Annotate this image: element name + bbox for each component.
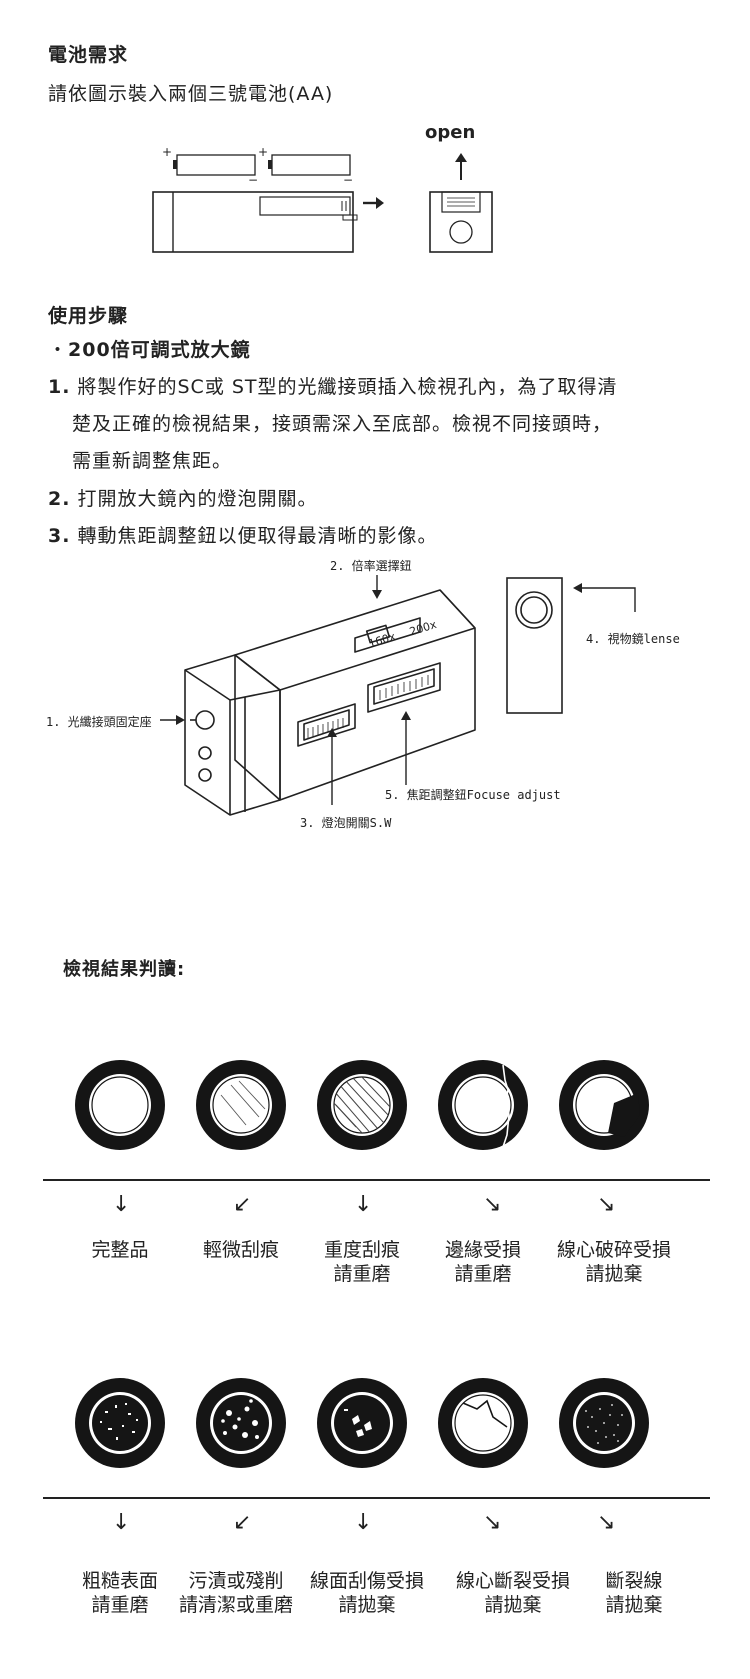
lens-rough-surface-icon: [75, 1378, 165, 1468]
row2-caption-2-line1: 污漬或殘削: [188, 1570, 284, 1592]
results-title: 檢視結果判讀:: [63, 959, 186, 980]
row1-caption-4-line1: 邊緣受損: [444, 1239, 521, 1261]
row1-arrow-1: ↓: [112, 1192, 131, 1217]
label-magnification: 2. 倍率選擇鈕: [330, 559, 412, 573]
row1-caption-5-line1: 線心破碎受損: [556, 1239, 671, 1261]
row1-caption-1-line1: 完整品: [91, 1239, 149, 1261]
battery-2-minus: −: [343, 173, 354, 187]
row1-caption-1: 完整品: [60, 1238, 180, 1262]
step-2: 2. 打開放大鏡內的燈泡開關。: [48, 482, 318, 517]
bullet-text: 200倍可調式放大鏡: [68, 339, 251, 361]
results-row1-icons: [75, 1060, 649, 1150]
step-3: 3. 轉動焦距調整鈕以便取得最清晰的影像。: [48, 519, 438, 554]
row2-caption-4-line1: 線心斷裂受損: [455, 1570, 570, 1592]
row2-caption-1-line1: 粗糙表面: [81, 1570, 158, 1592]
row2-arrow-2: ↙: [233, 1510, 252, 1535]
row1-caption-2-line1: 輕微刮痕: [202, 1239, 279, 1261]
row1-arrow-3: ↓: [354, 1192, 373, 1217]
holder-knob: [195, 710, 215, 730]
row2-caption-3-line1: 線面刮傷受損: [309, 1570, 424, 1592]
row1-caption-4-line2: 請重磨: [454, 1263, 512, 1285]
step-1-number: 1.: [48, 376, 71, 398]
battery-1-minus: −: [248, 173, 259, 187]
lens-perfect-icon: [75, 1060, 165, 1150]
battery-title: 電池需求: [48, 44, 129, 66]
row1-arrow-5: ↘: [597, 1192, 616, 1217]
device-diagram: [160, 575, 636, 816]
row2-caption-1: 粗糙表面 請重磨: [55, 1569, 185, 1617]
label-focus: 5. 焦距調整鈕Focuse adjust: [385, 788, 561, 802]
lens-edge-damage-icon: [438, 1060, 528, 1150]
step-1-line-2: 楚及正確的檢視結果，接頭需深入至底部。檢視不同接頭時，: [72, 413, 613, 435]
results-row1-rule: [43, 1179, 710, 1181]
row1-arrow-2: ↙: [233, 1192, 252, 1217]
row2-arrow-5: ↘: [597, 1510, 616, 1535]
battery-housing: [152, 191, 354, 253]
lens-heavy-scratch-icon: [317, 1060, 407, 1150]
row1-caption-5: 線心破碎受損 請拋棄: [544, 1238, 684, 1286]
step-1-line-3: 需重新調整焦距。: [72, 450, 233, 472]
row2-caption-2: 污漬或殘削 請清潔或重磨: [166, 1569, 306, 1617]
label-switch: 3. 燈泡開關S.W: [300, 816, 392, 830]
step-3-number: 3.: [48, 525, 71, 547]
row1-caption-3-line2: 請重磨: [333, 1263, 391, 1285]
lens-surface-scratch-icon: [317, 1378, 407, 1468]
step-1: 1. 將製作好的SC或 ST型的光纖接頭插入檢視孔內，為了取得清: [48, 370, 618, 405]
usage-title: 使用步驟: [48, 305, 129, 327]
switch-slot: [297, 703, 356, 747]
device-body: [234, 589, 476, 801]
battery-2-plus: +: [258, 145, 269, 159]
battery-instruction: 請依圖示裝入兩個三號電池(AA): [48, 83, 334, 105]
row2-caption-1-line2: 請重磨: [91, 1594, 149, 1616]
row2-caption-5: 斷裂線 請拋棄: [584, 1569, 684, 1617]
battery-2-terminal: [268, 160, 272, 169]
magnification-selector: [354, 617, 421, 653]
row2-caption-5-line1: 斷裂線: [605, 1570, 663, 1592]
battery-1-terminal: [173, 160, 177, 169]
step-2-text: 打開放大鏡內的燈泡開關。: [77, 488, 318, 510]
lens-housing: [506, 577, 563, 714]
usage-bullet: ・200倍可調式放大鏡: [48, 333, 251, 368]
row2-caption-4-line2: 請拋棄: [484, 1594, 542, 1616]
row1-arrow-4: ↘: [483, 1192, 502, 1217]
row1-caption-2: 輕微刮痕: [181, 1238, 301, 1262]
bullet-marker: ・: [48, 339, 69, 361]
row1-caption-5-line2: 請拋棄: [585, 1263, 643, 1285]
lens-dirt-icon: [196, 1378, 286, 1468]
focus-slot: [367, 662, 441, 713]
label-holder: 1. 光纖接頭固定座: [46, 715, 152, 729]
step-3-text: 轉動焦距調整鈕以便取得最清晰的影像。: [77, 525, 438, 547]
step-2-number: 2.: [48, 488, 71, 510]
lens-fractured-icon: [559, 1378, 649, 1468]
row2-arrow-4: ↘: [483, 1510, 502, 1535]
row2-arrow-1: ↓: [112, 1510, 131, 1535]
lens-core-broken-icon: [559, 1060, 649, 1150]
row2-caption-2-line2: 請清潔或重磨: [178, 1594, 293, 1616]
row1-caption-3: 重度刮痕 請重磨: [302, 1238, 422, 1286]
results-row2-rule: [43, 1497, 710, 1499]
battery-slot: [259, 196, 351, 216]
lens-circle-inner: [520, 596, 548, 624]
label-lens: 4. 視物鏡lense: [586, 632, 680, 646]
row2-caption-3: 線面刮傷受損 請拋棄: [297, 1569, 437, 1617]
row1-caption-3-line1: 重度刮痕: [323, 1239, 400, 1261]
row2-caption-4: 線心斷裂受損 請拋棄: [443, 1569, 583, 1617]
row2-caption-5-line2: 請拋棄: [605, 1594, 663, 1616]
lens-core-crack-icon: [438, 1378, 528, 1468]
battery-diagram: [152, 153, 493, 253]
open-label: open: [425, 122, 476, 143]
lens-circle-outer: [515, 591, 553, 629]
row1-caption-4: 邊緣受損 請重磨: [423, 1238, 543, 1286]
step-1-line-1: 將製作好的SC或 ST型的光纖接頭插入檢視孔內，為了取得清: [77, 376, 618, 398]
lens-light-scratch-icon: [196, 1060, 286, 1150]
battery-1-plus: +: [162, 145, 173, 159]
row2-arrow-3: ↓: [354, 1510, 373, 1535]
results-row2-icons: [75, 1378, 649, 1468]
row2-caption-3-line2: 請拋棄: [338, 1594, 396, 1616]
holder-block: [184, 654, 281, 816]
